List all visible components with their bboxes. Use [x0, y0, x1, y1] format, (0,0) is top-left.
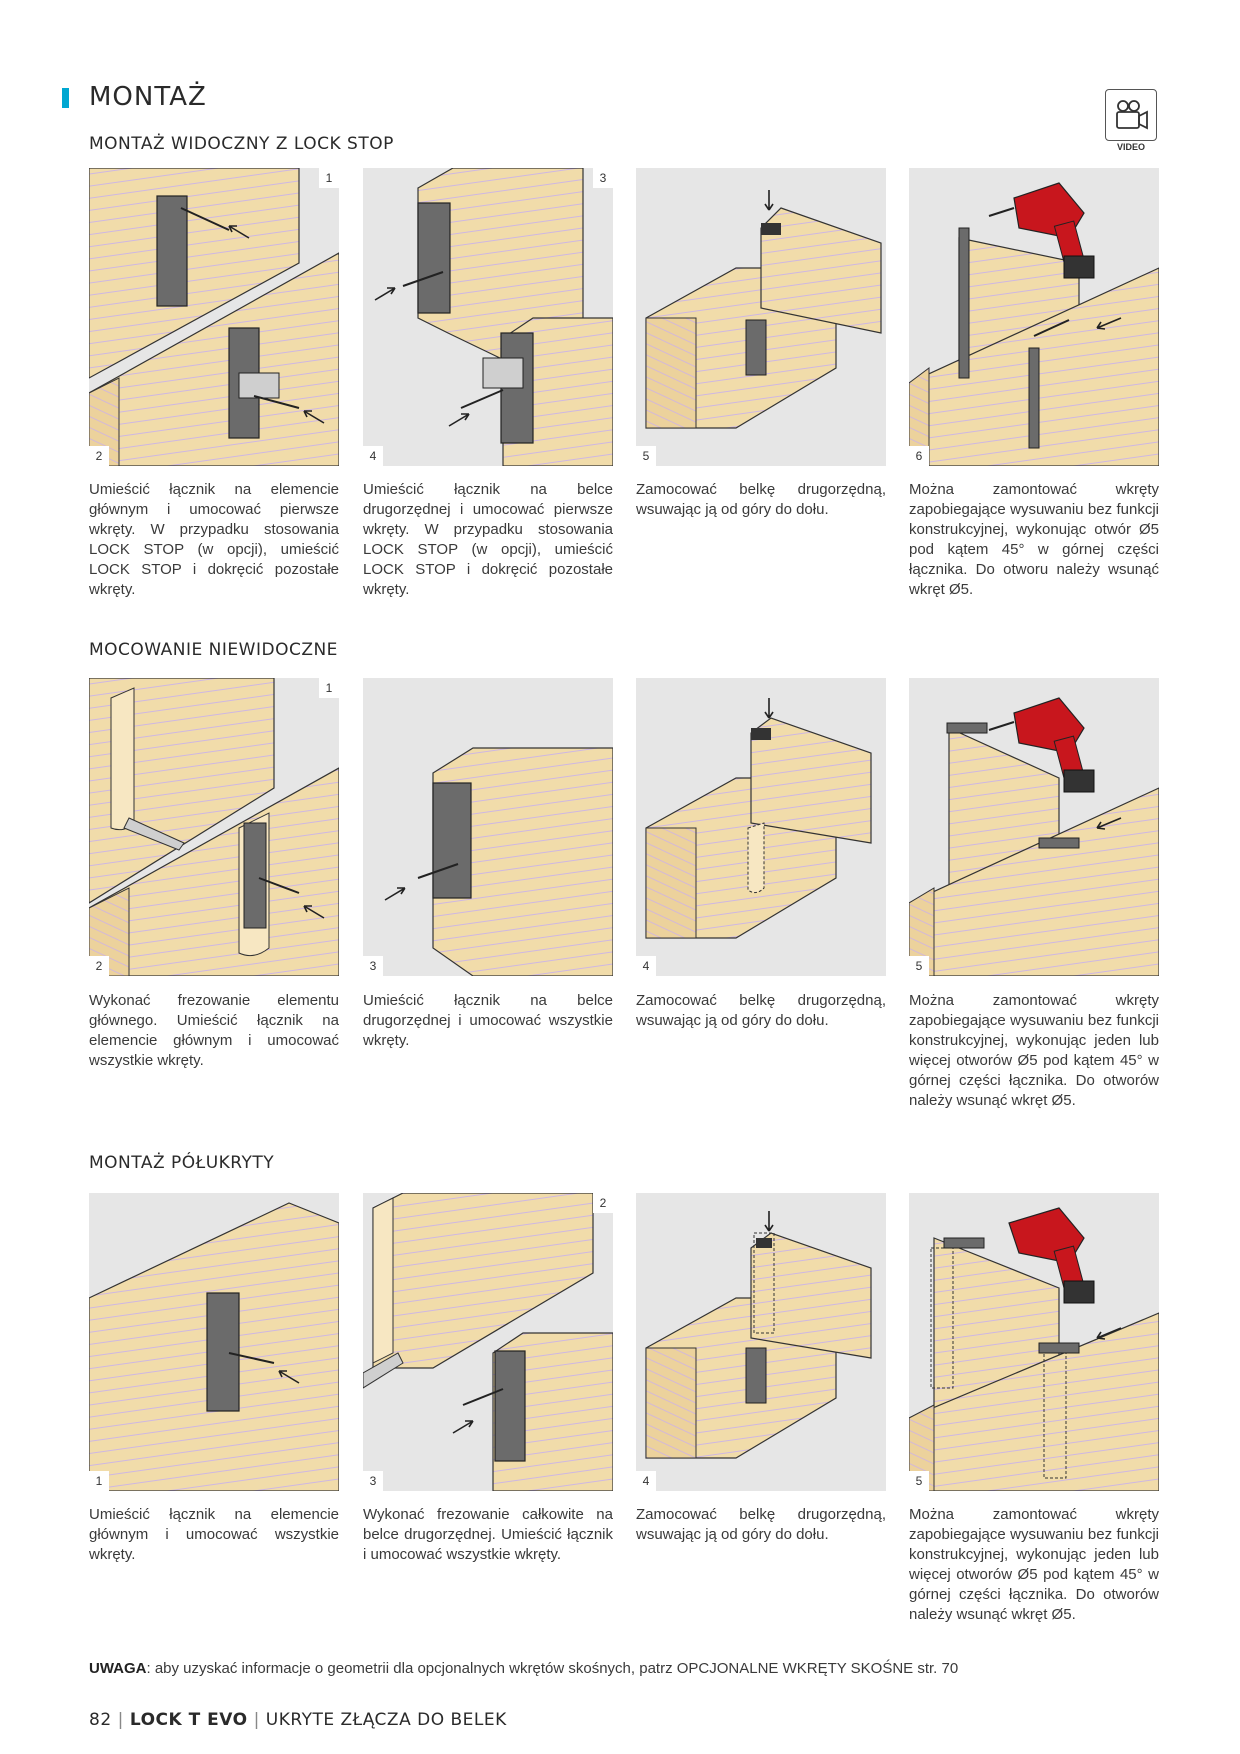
note-label: UWAGA — [89, 1660, 147, 1677]
step-description: Umieścić łącznik na belce drugorzędnej i… — [363, 481, 613, 598]
step-illustration: 4 — [636, 1193, 886, 1491]
step-number: 3 — [363, 1471, 383, 1491]
step-number: 2 — [89, 956, 109, 976]
footer: 82|LOCK T EVO|UKRYTE ZŁĄCZA DO BELEK — [89, 1710, 507, 1730]
section-title-hidden: MOCOWANIE NIEWIDOCZNE — [89, 640, 338, 660]
step-description: Umieścić łącznik na elemencie głównym i … — [89, 1506, 339, 1563]
step-number: 5 — [909, 1471, 929, 1491]
step-number: 1 — [319, 678, 339, 698]
page-number: 82 — [89, 1710, 112, 1730]
video-button[interactable] — [1105, 89, 1157, 141]
step-description: Umieścić łącznik na belce drugorzędnej i… — [363, 992, 613, 1049]
step-number: 4 — [636, 1471, 656, 1491]
step-description: Wykonać frezowanie elementu głównego. Um… — [89, 992, 339, 1069]
step-description: Wykonać frezowanie całkowite na belce dr… — [363, 1506, 613, 1563]
product-category: UKRYTE ZŁĄCZA DO BELEK — [265, 1710, 507, 1730]
step-illustration: 1 2 — [89, 168, 339, 466]
step-number: 1 — [89, 1471, 109, 1491]
step-description: Można zamontować wkręty zapobiegające wy… — [909, 481, 1159, 598]
step-number: 3 — [593, 168, 613, 188]
step-number: 2 — [89, 446, 109, 466]
section-title-semi-hidden: MONTAŻ PÓŁUKRYTY — [89, 1153, 275, 1173]
step-number: 5 — [636, 446, 656, 466]
section-title-visible: MONTAŻ WIDOCZNY Z LOCK STOP — [89, 134, 394, 154]
step-illustration: 5 — [909, 1193, 1159, 1491]
step-description: Zamocować belkę drugorzędną, wsuwając ją… — [636, 481, 886, 518]
step-illustration: 5 — [636, 168, 886, 466]
step-number: 4 — [363, 446, 383, 466]
step-number: 6 — [909, 446, 929, 466]
step-illustration: 4 — [636, 678, 886, 976]
step-number: 3 — [363, 956, 383, 976]
step-number: 5 — [909, 956, 929, 976]
note-text: : aby uzyskać informacje o geometrii dla… — [146, 1660, 959, 1677]
step-description: Zamocować belkę drugorzędną, wsuwając ją… — [636, 1506, 886, 1543]
step-illustration: 3 — [363, 678, 613, 976]
video-label: VIDEO — [1116, 142, 1145, 152]
step-illustration: 5 — [909, 678, 1159, 976]
step-number: 2 — [593, 1193, 613, 1213]
step-number: 4 — [636, 956, 656, 976]
step-description: Można zamontować wkręty zapobiegające wy… — [909, 992, 1159, 1109]
step-number: 1 — [319, 168, 339, 188]
footer-separator: | — [117, 1710, 124, 1730]
step-description: Umieścić łącznik na elemencie głównym i … — [89, 481, 339, 598]
step-description: Zamocować belkę drugorzędną, wsuwając ją… — [636, 992, 886, 1029]
video-camera-icon — [1116, 100, 1148, 130]
step-illustration: 1 — [89, 1193, 339, 1491]
step-illustration: 1 2 — [89, 678, 339, 976]
note: UWAGA: aby uzyskać informacje o geometri… — [89, 1660, 958, 1677]
product-name: LOCK T EVO — [129, 1710, 248, 1730]
footer-separator: | — [253, 1710, 260, 1730]
step-illustration: 2 3 — [363, 1193, 613, 1491]
step-illustration: 6 — [909, 168, 1159, 466]
page-title: MONTAŻ — [89, 82, 207, 112]
step-illustration: 3 4 — [363, 168, 613, 466]
title-accent-bar — [62, 88, 69, 108]
step-description: Można zamontować wkręty zapobiegające wy… — [909, 1506, 1159, 1623]
